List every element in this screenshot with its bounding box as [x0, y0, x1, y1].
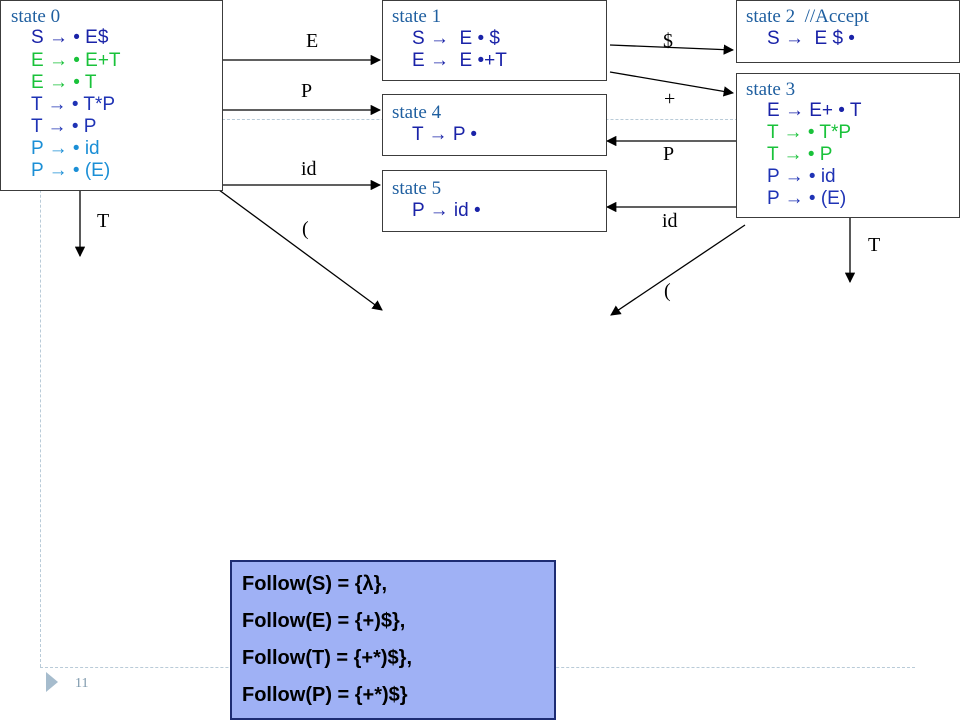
follow-E: Follow(E) = {+)$},	[242, 610, 406, 632]
state-0-rule-5: T → • P	[31, 116, 97, 137]
arrow-s1-to-s2	[609, 44, 735, 55]
edge-label-s3-T: T	[868, 234, 881, 256]
arrow-s1-to-s3	[609, 71, 735, 97]
edge-label-s0-paren: (	[302, 218, 309, 240]
state-1-rule-1: S → E • $	[412, 28, 500, 49]
state-0-rule-1: S → • E$	[31, 27, 109, 48]
state-3-rule-2: T → • T*P	[767, 122, 852, 143]
edge-label-s0-P: P	[301, 80, 313, 102]
edge-label-s0-E: E	[306, 30, 319, 52]
state-1-box: state 1 S → E • $ E → E •+T	[382, 0, 607, 81]
state-4-box: state 4 T → P •	[382, 94, 607, 156]
edge-label-s1-dollar: $	[663, 30, 673, 52]
state-0-rule-4: T → • T*P	[31, 94, 116, 115]
state-1-rule-2: E → E •+T	[412, 50, 507, 71]
state-0-rule-7: P → • (E)	[31, 160, 111, 181]
guide-line-left	[40, 0, 41, 667]
state-3-rule-4: P → • id	[767, 166, 836, 187]
state-5-rule-1: P → id •	[412, 200, 481, 221]
state-1-title: state 1	[392, 6, 442, 27]
state-0-rule-2: E → • E+T	[31, 50, 121, 71]
edge-label-s3-paren: (	[664, 280, 671, 302]
edge-label-s3-id: id	[662, 210, 678, 232]
slide-marker-icon	[46, 672, 58, 692]
state-2-rule-1: S → E $ •	[767, 28, 855, 49]
state-0-rule-6: P → • id	[31, 138, 100, 159]
state-2-title: state 2 //Accept	[746, 6, 869, 27]
state-3-rule-5: P → • (E)	[767, 188, 847, 209]
follow-sets-box: Follow(S) = {λ}, Follow(E) = {+)$}, Foll…	[230, 560, 556, 720]
edge-label-s1-plus: +	[664, 88, 676, 110]
state-3-title: state 3	[746, 79, 796, 100]
arrow-s0-paren	[214, 186, 383, 311]
state-5-box: state 5 P → id •	[382, 170, 607, 232]
edge-label-s0-T: T	[97, 210, 110, 232]
state-5-title: state 5	[392, 178, 442, 199]
state-0-box: state 0 S → • E$ E → • E+T E → • T T → •…	[0, 0, 223, 191]
follow-P: Follow(P) = {+*)$}	[242, 684, 408, 706]
state-3-rule-3: T → • P	[767, 144, 833, 165]
state-0-rule-3: E → • T	[31, 72, 97, 93]
state-3-box: state 3 E → E+ • T T → • T*P T → • P P →…	[736, 73, 960, 218]
follow-T: Follow(T) = {+*)$},	[242, 647, 413, 669]
edge-label-s3-P: P	[663, 143, 675, 165]
arrow-s3-paren	[610, 224, 746, 316]
state-2-box: state 2 //Accept S → E $ •	[736, 0, 960, 63]
state-0-title: state 0	[11, 6, 61, 27]
state-3-rule-1: E → E+ • T	[767, 100, 862, 121]
state-4-rule-1: T → P •	[412, 124, 478, 145]
state-4-title: state 4	[392, 102, 442, 123]
edge-label-s0-id: id	[301, 158, 317, 180]
follow-S: Follow(S) = {λ},	[242, 573, 388, 595]
page-number: 11	[75, 676, 89, 691]
